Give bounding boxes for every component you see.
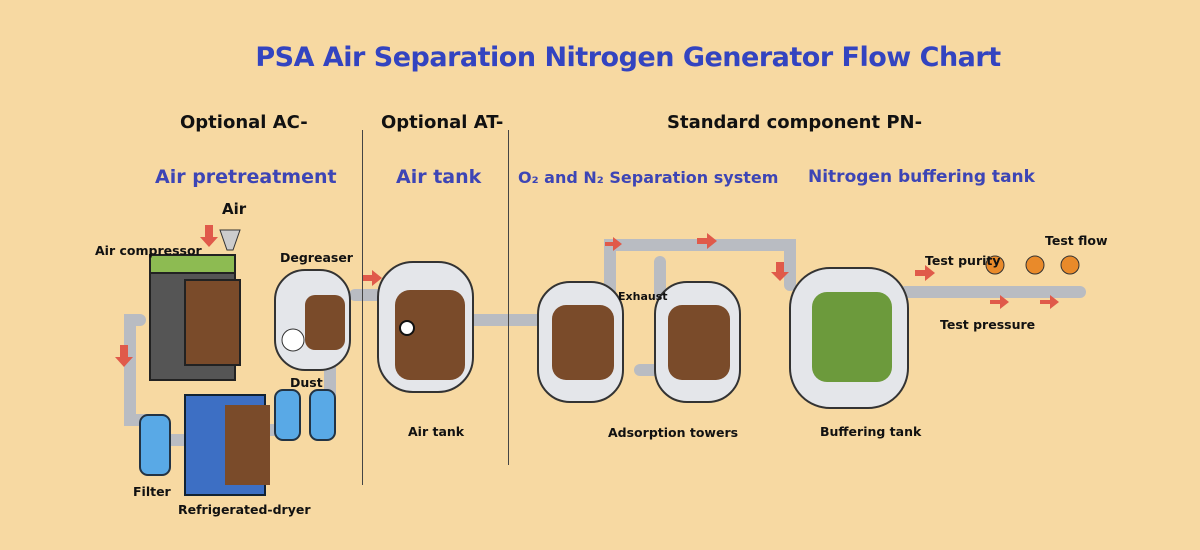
air-tank-icon — [377, 261, 474, 393]
subtitle-air-tank: Air tank — [396, 166, 482, 188]
section-header-pn: Standard component PN- — [667, 112, 923, 133]
subtitle-separation-system: O₂ and N₂ Separation system — [518, 168, 779, 187]
label-buffering-tank: Buffering tank — [820, 424, 922, 439]
filter-icon — [139, 389, 336, 476]
label-test-purity: Test purity — [925, 253, 1001, 268]
label-adsorption-towers: Adsorption towers — [608, 425, 739, 440]
label-air-compressor: Air compressor — [95, 243, 202, 258]
label-degreaser: Degreaser — [280, 250, 353, 265]
page-title: PSA Air Separation Nitrogen Generator Fl… — [255, 42, 1001, 73]
label-refrigerated-dryer: Refrigerated-dryer — [178, 502, 311, 517]
degreaser-icon — [274, 269, 351, 371]
section-header-at: Optional AT- — [381, 112, 504, 133]
subtitle-buffering-tank: Nitrogen buffering tank — [808, 167, 1035, 187]
label-air: Air — [222, 200, 247, 218]
label-filter: Filter — [133, 484, 171, 499]
buffering-tank-icon — [789, 267, 909, 409]
refrigerated-dryer-icon — [184, 394, 270, 496]
flow-arrows — [115, 225, 1059, 367]
adsorption-tower-icon — [537, 281, 741, 403]
label-air-tank: Air tank — [408, 424, 465, 439]
section-divider — [362, 130, 363, 485]
air-compressor-icon — [149, 229, 241, 381]
label-test-pressure: Test pressure — [940, 317, 1036, 332]
section-header-ac: Optional AC- — [180, 112, 308, 133]
section-divider — [508, 130, 509, 465]
tester-workers-icon — [985, 255, 1080, 275]
label-test-flow: Test flow — [1045, 233, 1108, 248]
subtitle-air-pretreatment: Air pretreatment — [155, 166, 337, 188]
label-exhaust: Exhaust — [618, 290, 668, 303]
label-dust: Dust — [290, 375, 323, 390]
